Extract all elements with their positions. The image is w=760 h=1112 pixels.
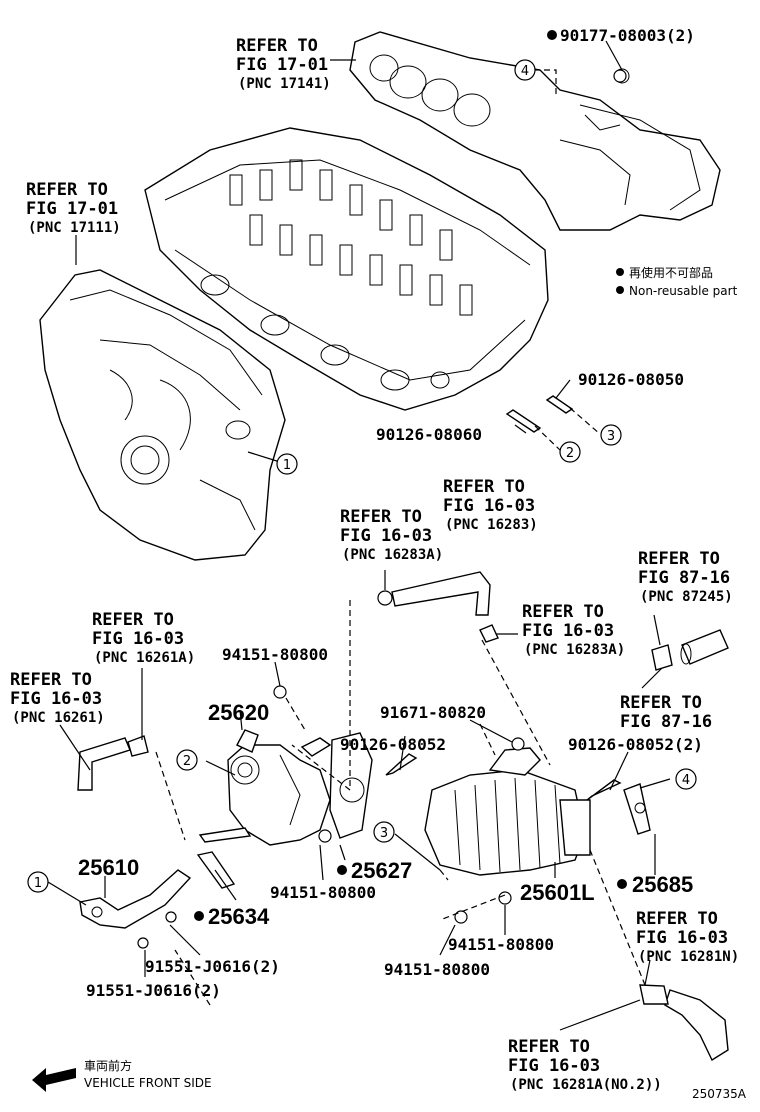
part-90126-08052: 90126-08052	[340, 735, 446, 754]
callout-1-top: 1	[283, 458, 291, 473]
svg-text:REFER TO: REFER TO	[522, 602, 604, 622]
svg-text:FIG 16-03: FIG 16-03	[636, 928, 728, 948]
ref-fig16-03-pnc16261a: REFER TO FIG 16-03 (PNC 16261A)	[92, 610, 195, 666]
leader-lines	[47, 40, 671, 1031]
non-reusable-dot	[337, 865, 347, 875]
svg-text:FIG 17-01: FIG 17-01	[26, 199, 118, 219]
svg-text:(PNC 16261): (PNC 16261)	[12, 710, 105, 726]
svg-text:FIG 16-03: FIG 16-03	[522, 621, 614, 641]
callout-4-top: 4	[521, 64, 529, 79]
svg-text:REFER TO: REFER TO	[508, 1037, 590, 1057]
ref-fig16-03-pnc16281a-no2: REFER TO FIG 16-03 (PNC 16281A(NO.2))	[508, 1037, 662, 1093]
gaskets-illustration	[196, 732, 651, 889]
svg-text:REFER TO: REFER TO	[10, 670, 92, 690]
part-90126-08050: 90126-08050	[578, 370, 684, 389]
legend: 再使用不可部品 Non-reusable part	[616, 265, 738, 298]
part-90126-08060: 90126-08060	[376, 425, 482, 444]
svg-text:(PNC 87245): (PNC 87245)	[640, 589, 733, 605]
svg-text:(PNC 17141): (PNC 17141)	[238, 76, 331, 92]
part-94151-80800-d: 94151-80800	[384, 960, 490, 979]
footer: 車両前方 VEHICLE FRONT SIDE 250735A	[32, 1058, 747, 1101]
legend-en: Non-reusable part	[629, 284, 738, 298]
svg-text:REFER TO: REFER TO	[26, 180, 108, 200]
ref-fig87-16-pnc87245: REFER TO FIG 87-16 (PNC 87245)	[638, 549, 733, 605]
svg-text:REFER TO: REFER TO	[236, 36, 318, 56]
egr-pipe-illustration	[79, 869, 192, 949]
svg-text:(PNC 17111): (PNC 17111)	[28, 220, 121, 236]
svg-text:REFER TO: REFER TO	[340, 507, 422, 527]
callout-3-bottom: 3	[380, 826, 388, 841]
hoses-illustration	[77, 571, 729, 1062]
svg-text:FIG 17-01: FIG 17-01	[236, 55, 328, 75]
ref-fig16-03-pnc16283: REFER TO FIG 16-03 (PNC 16283)	[443, 477, 538, 533]
vehicle-front-en: VEHICLE FRONT SIDE	[84, 1076, 212, 1090]
callout-2-top: 2	[566, 446, 574, 461]
part-91551-j0616-a: 91551-J0616(2)	[145, 957, 280, 976]
part-91551-j0616-b: 91551-J0616(2)	[86, 981, 221, 1000]
intake-cover-illustration	[39, 269, 286, 561]
svg-text:FIG 16-03: FIG 16-03	[10, 689, 102, 709]
part-25627: 25627	[351, 858, 412, 883]
part-numbers: 90177-08003(2) 90126-08050 90126-08060 9…	[78, 26, 703, 1000]
part-25685: 25685	[632, 872, 693, 897]
svg-text:(PNC 16283): (PNC 16283)	[445, 517, 538, 533]
svg-text:FIG 16-03: FIG 16-03	[508, 1056, 600, 1076]
svg-text:(PNC 16283A): (PNC 16283A)	[524, 642, 625, 658]
callout-4-bottom: 4	[682, 773, 690, 788]
svg-text:FIG 87-16: FIG 87-16	[638, 568, 730, 588]
cylinder-head-illustration	[144, 127, 549, 411]
ref-fig16-03-pnc16281n: REFER TO FIG 16-03 (PNC 16281N)	[636, 909, 739, 965]
part-25601l: 25601L	[520, 880, 595, 905]
callout-2-bottom: 2	[183, 754, 191, 769]
part-94151-80800-a: 94151-80800	[222, 645, 328, 664]
egr-valve-illustration	[198, 729, 332, 846]
svg-text:REFER TO: REFER TO	[92, 610, 174, 630]
ref-fig16-03-pnc16283a-left: REFER TO FIG 16-03 (PNC 16283A)	[340, 507, 443, 563]
ref-fig16-03-pnc16261: REFER TO FIG 16-03 (PNC 16261)	[10, 670, 105, 726]
part-91671-80820: 91671-80820	[380, 703, 486, 722]
svg-text:REFER TO: REFER TO	[638, 549, 720, 569]
svg-text:REFER TO: REFER TO	[620, 693, 702, 713]
callout-1-bottom: 1	[34, 876, 42, 891]
legend-ja: 再使用不可部品	[629, 265, 713, 280]
non-reusable-dot	[547, 30, 557, 40]
svg-text:(PNC 16283A): (PNC 16283A)	[342, 547, 443, 563]
svg-text:(PNC 16281A(NO.2)): (PNC 16281A(NO.2))	[510, 1077, 662, 1093]
figure-code: 250735A	[692, 1087, 747, 1101]
ref-fig17-01-pnc17141: REFER TO FIG 17-01 (PNC 17141)	[236, 36, 331, 92]
svg-text:REFER TO: REFER TO	[636, 909, 718, 929]
vehicle-front-arrow-icon	[32, 1068, 76, 1092]
egr-cooler-illustration	[424, 747, 591, 876]
exhaust-manifold-illustration	[349, 31, 721, 231]
part-94151-80800-c: 94151-80800	[448, 935, 554, 954]
non-reusable-dot	[194, 911, 204, 921]
ref-fig87-16: REFER TO FIG 87-16	[620, 693, 712, 732]
ref-fig16-03-pnc16283a-right: REFER TO FIG 16-03 (PNC 16283A)	[522, 602, 625, 658]
svg-text:(PNC 16261A): (PNC 16261A)	[94, 650, 195, 666]
svg-text:FIG 16-03: FIG 16-03	[340, 526, 432, 546]
svg-text:FIG 16-03: FIG 16-03	[443, 496, 535, 516]
ref-fig17-01-pnc17111: REFER TO FIG 17-01 (PNC 17111)	[26, 180, 121, 236]
part-25634: 25634	[208, 904, 270, 929]
callout-3-top: 3	[607, 429, 615, 444]
svg-text:REFER TO: REFER TO	[443, 477, 525, 497]
part-25620: 25620	[208, 700, 269, 725]
vehicle-front-ja: 車両前方	[84, 1058, 132, 1073]
non-reusable-dot	[617, 879, 627, 889]
svg-text:FIG 16-03: FIG 16-03	[92, 629, 184, 649]
part-90177-08003: 90177-08003(2)	[560, 26, 695, 45]
part-94151-80800-b: 94151-80800	[270, 883, 376, 902]
svg-text:(PNC 16281N): (PNC 16281N)	[638, 949, 739, 965]
svg-text:FIG 87-16: FIG 87-16	[620, 712, 712, 732]
part-25610: 25610	[78, 855, 139, 880]
callouts: 4 1 2 3 2 3 4 1	[27, 59, 697, 893]
stud-bolts-illustration	[505, 395, 574, 433]
part-90126-08052-2: 90126-08052(2)	[568, 735, 703, 754]
